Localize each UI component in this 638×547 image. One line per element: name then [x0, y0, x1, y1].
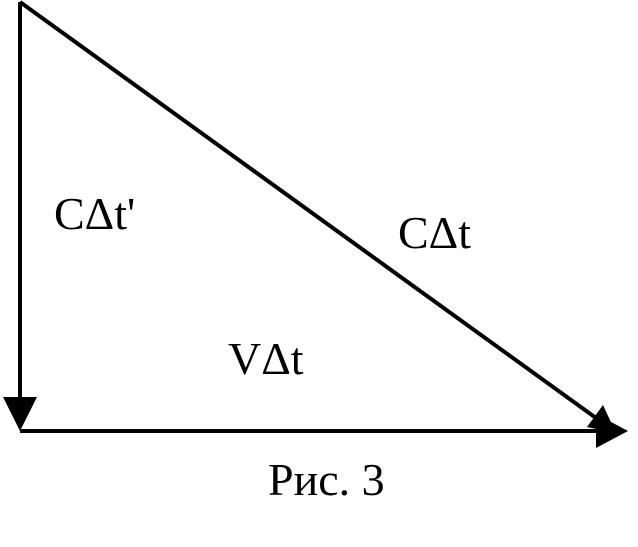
horizontal-side-label: VΔt	[228, 333, 304, 384]
figure-caption: Рис. 3	[268, 454, 385, 505]
vertical-arrowhead	[3, 397, 37, 431]
hypotenuse-arrowhead	[587, 405, 616, 433]
hypotenuse-line	[18, 0, 598, 420]
vertical-side-label: CΔt'	[54, 188, 135, 239]
hypotenuse-label: CΔt	[398, 207, 471, 258]
